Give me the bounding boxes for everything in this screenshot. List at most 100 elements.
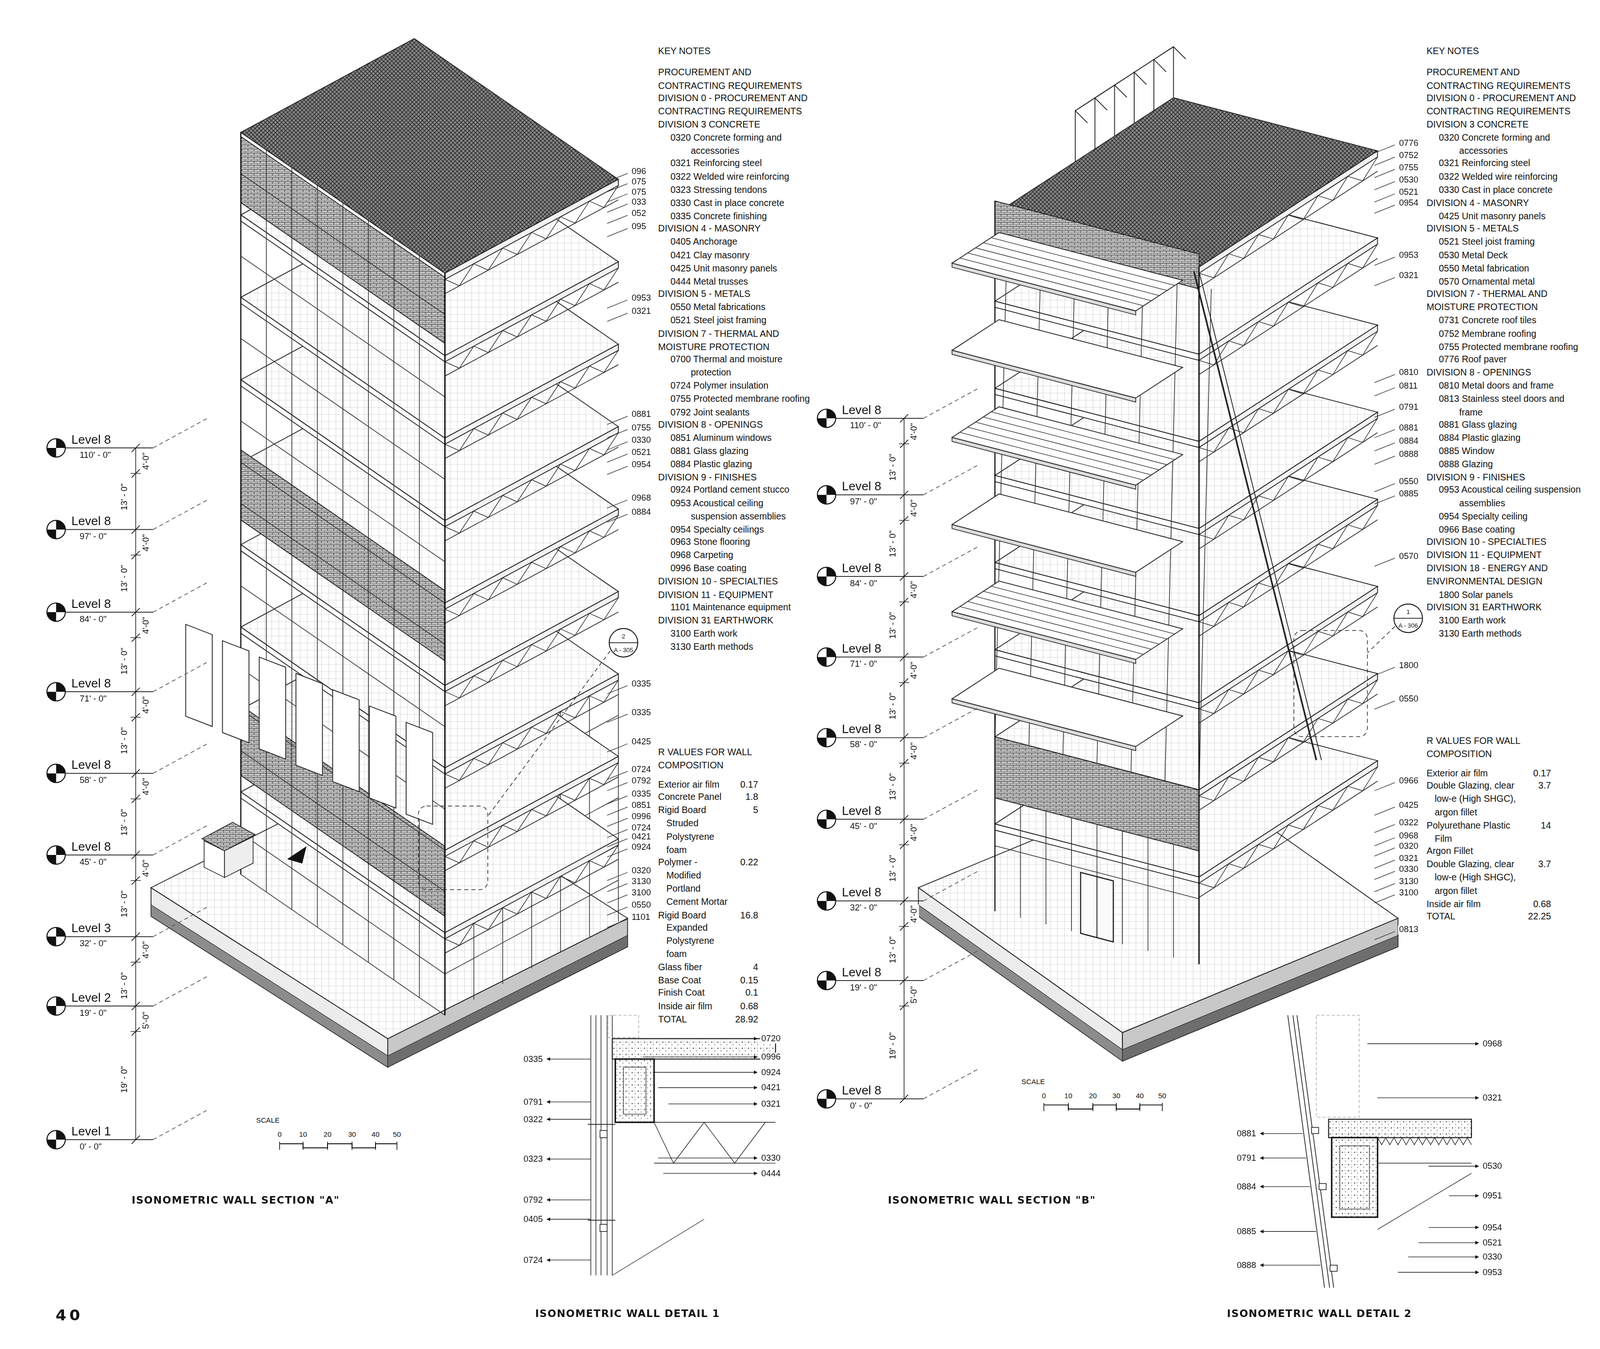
- key-note: 1101 Maintenance equipment: [658, 601, 812, 615]
- level-name: Level 8: [840, 1084, 883, 1097]
- callout-number: 0792: [630, 776, 652, 785]
- leader-line: [1374, 837, 1395, 846]
- dimension-tick: [900, 1001, 909, 1010]
- level-leader: [152, 581, 209, 613]
- level-name: Level 8: [840, 480, 883, 494]
- sunshade-panel: [952, 232, 1183, 312]
- dimension-tick: [131, 608, 140, 616]
- callout-number: 0550: [1398, 477, 1420, 486]
- key-note: 0321 Reinforcing steel: [1426, 157, 1588, 171]
- dimension-tick: [900, 678, 909, 687]
- dimension-tick: [131, 958, 140, 967]
- callout-number: 0953: [1398, 250, 1420, 260]
- callout-arrow: [663, 1173, 757, 1174]
- callout-arrow: [1260, 1231, 1316, 1232]
- level-symbol-fill: [56, 603, 66, 613]
- key-note: 0963 Stone flooring: [658, 536, 812, 550]
- dimension-text: 13' - 0": [888, 452, 898, 482]
- table-row: Base Coat0.15: [658, 974, 759, 988]
- detail-tag: 2: [621, 633, 625, 640]
- key-note: DIVISION 3 CONCRETE: [658, 118, 812, 132]
- mullion: [444, 273, 446, 1016]
- leader-line: [607, 714, 628, 723]
- callout-number: 0521: [1481, 1238, 1504, 1248]
- dimension-text: 13' - 0": [888, 691, 898, 721]
- key-note: 0425 Unit masonry panels: [658, 262, 812, 276]
- leader-line: [1374, 181, 1395, 190]
- key-note: 0521 Steel joist framing: [658, 314, 812, 328]
- callout-number: 096: [630, 167, 648, 176]
- page-number: 40: [54, 1308, 85, 1325]
- table-heading: R VALUES FOR WALL COMPOSITION: [1426, 734, 1552, 761]
- dimension-tick: [131, 876, 140, 885]
- scale-tick: [1043, 1103, 1045, 1112]
- key-note: DIVISION 5 - METALS: [1426, 222, 1588, 236]
- louver-panel: [296, 673, 323, 776]
- dimension-tick: [131, 551, 140, 560]
- level-symbol-fill: [47, 1006, 57, 1016]
- table-cell: Base Coat: [658, 974, 732, 988]
- wall-layer: [595, 1015, 597, 1276]
- solar-frame: [1075, 110, 1088, 162]
- leader-line: [1374, 701, 1395, 710]
- slab-edge: [444, 179, 619, 280]
- callout-number: 0724: [522, 1256, 544, 1265]
- callout-number: 0425: [1398, 800, 1420, 810]
- level-symbol: [47, 846, 66, 865]
- level-name: Level 3: [70, 922, 112, 936]
- callout-number: 0776: [1398, 138, 1420, 147]
- level-name: Level 8: [70, 840, 112, 854]
- scale-tick: [327, 1141, 328, 1150]
- table-cell: Inside air film: [1426, 897, 1525, 911]
- transom: [240, 338, 446, 480]
- key-note: DIVISION 11 - EQUIPMENT: [658, 588, 812, 602]
- level-symbol-fill: [826, 567, 836, 577]
- scale-number: 0: [1040, 1092, 1048, 1100]
- dimension-text: 4'-0": [909, 741, 919, 761]
- table-cell: 22.25: [1524, 910, 1552, 924]
- dimension-text: 13' - 0": [120, 889, 129, 919]
- table-row: Concrete Panel1.8: [658, 791, 759, 805]
- callout-number: 0421: [760, 1083, 782, 1092]
- callout-number: 0425: [630, 737, 652, 746]
- level-leader: [923, 788, 980, 820]
- leader-line: [1374, 256, 1395, 265]
- key-note: DIVISION 11 - EQUIPMENT: [1426, 549, 1588, 563]
- table-cell: TOTAL: [1426, 910, 1525, 924]
- slab-edge: [1199, 499, 1378, 622]
- callout-number: 0321: [1398, 853, 1420, 863]
- key-note: 0813 Stainless steel doors and frame: [1426, 392, 1588, 419]
- detail-beam: [615, 1059, 655, 1123]
- railing-bar: [983, 416, 1168, 465]
- table-cell: 0.17: [1524, 767, 1552, 781]
- dimension-text: 4'-0": [141, 940, 151, 960]
- key-note: 0851 Aluminum windows: [658, 431, 812, 445]
- key-note: PROCUREMENT AND CONTRACTING REQUIREMENTS: [1426, 66, 1588, 93]
- dimension-text: 4'-0": [141, 695, 151, 715]
- callout-number: 0444: [760, 1168, 782, 1178]
- scale-number: 40: [1134, 1092, 1145, 1100]
- dimension-text: 4'-0": [141, 451, 151, 472]
- key-note: 0444 Metal trusses: [658, 274, 812, 288]
- level-name: Level 8: [840, 403, 883, 417]
- level-elevation: 58' - 0": [78, 776, 108, 785]
- corner-edge: [1198, 267, 1200, 965]
- corner-edge: [240, 132, 242, 875]
- table-cell: Argon Fillet: [1426, 845, 1525, 859]
- hidden-outline: [1316, 1015, 1360, 1118]
- leader-line: [607, 454, 628, 463]
- level-symbol: [47, 438, 66, 457]
- illustration: [47, 38, 1479, 1288]
- callout-number: 0330: [1398, 864, 1420, 874]
- callout-number: 075: [630, 177, 648, 186]
- louver-panel: [185, 624, 213, 727]
- level-symbol: [47, 603, 66, 622]
- key-note: DIVISION 31 EARTHWORK: [658, 614, 812, 628]
- callout-number: 075: [630, 187, 648, 196]
- transom: [240, 379, 446, 521]
- railing-bar: [983, 242, 1168, 291]
- callout-arrow: [546, 1259, 591, 1261]
- dimension-tick: [131, 633, 140, 642]
- detail-boundary: [418, 806, 488, 890]
- key-note: 0320 Concrete forming and accessories: [1426, 131, 1588, 158]
